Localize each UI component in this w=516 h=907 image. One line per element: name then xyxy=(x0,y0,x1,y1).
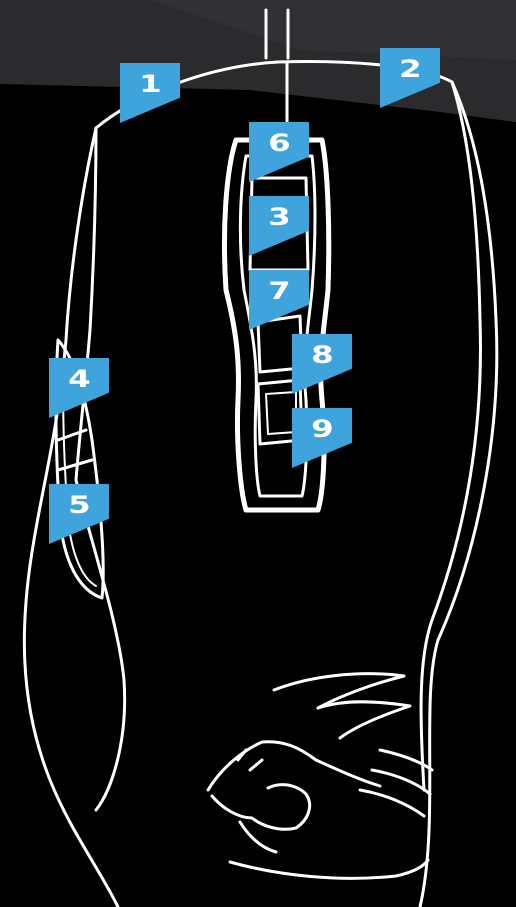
roccat-beast-logo-icon xyxy=(208,674,432,879)
callout-label-9: 9 xyxy=(311,417,334,441)
callout-label-7: 7 xyxy=(268,279,291,303)
callout-label-3: 3 xyxy=(268,205,291,229)
callout-label-1: 1 xyxy=(139,72,162,96)
thumb-divider-2 xyxy=(58,460,92,470)
strip-button-lower-inner xyxy=(266,392,296,434)
callout-label-6: 6 xyxy=(268,131,291,155)
callout-label-2: 2 xyxy=(399,57,422,81)
thumb-divider-1 xyxy=(58,430,86,440)
callout-label-5: 5 xyxy=(68,493,91,517)
callout-label-4: 4 xyxy=(68,367,91,391)
mouse-left-edge xyxy=(76,128,125,810)
callout-label-8: 8 xyxy=(311,343,334,367)
